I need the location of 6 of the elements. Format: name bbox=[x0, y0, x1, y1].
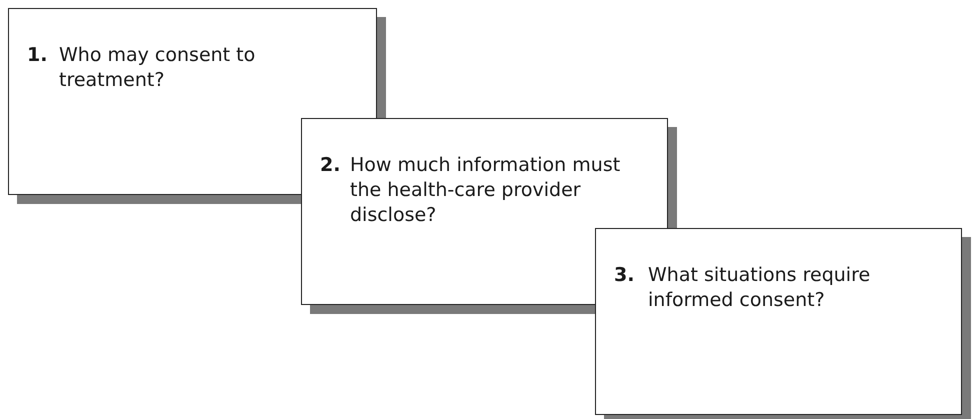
question-number: 1. bbox=[27, 43, 48, 68]
question-number: 3. bbox=[614, 263, 634, 288]
question-text: How much information must the health-care provider disclose? bbox=[350, 153, 622, 228]
question-number: 2. bbox=[320, 153, 340, 178]
question-text: What situations require informed consent? bbox=[648, 263, 872, 313]
question-text: Who may consent to treatment? bbox=[59, 43, 256, 93]
